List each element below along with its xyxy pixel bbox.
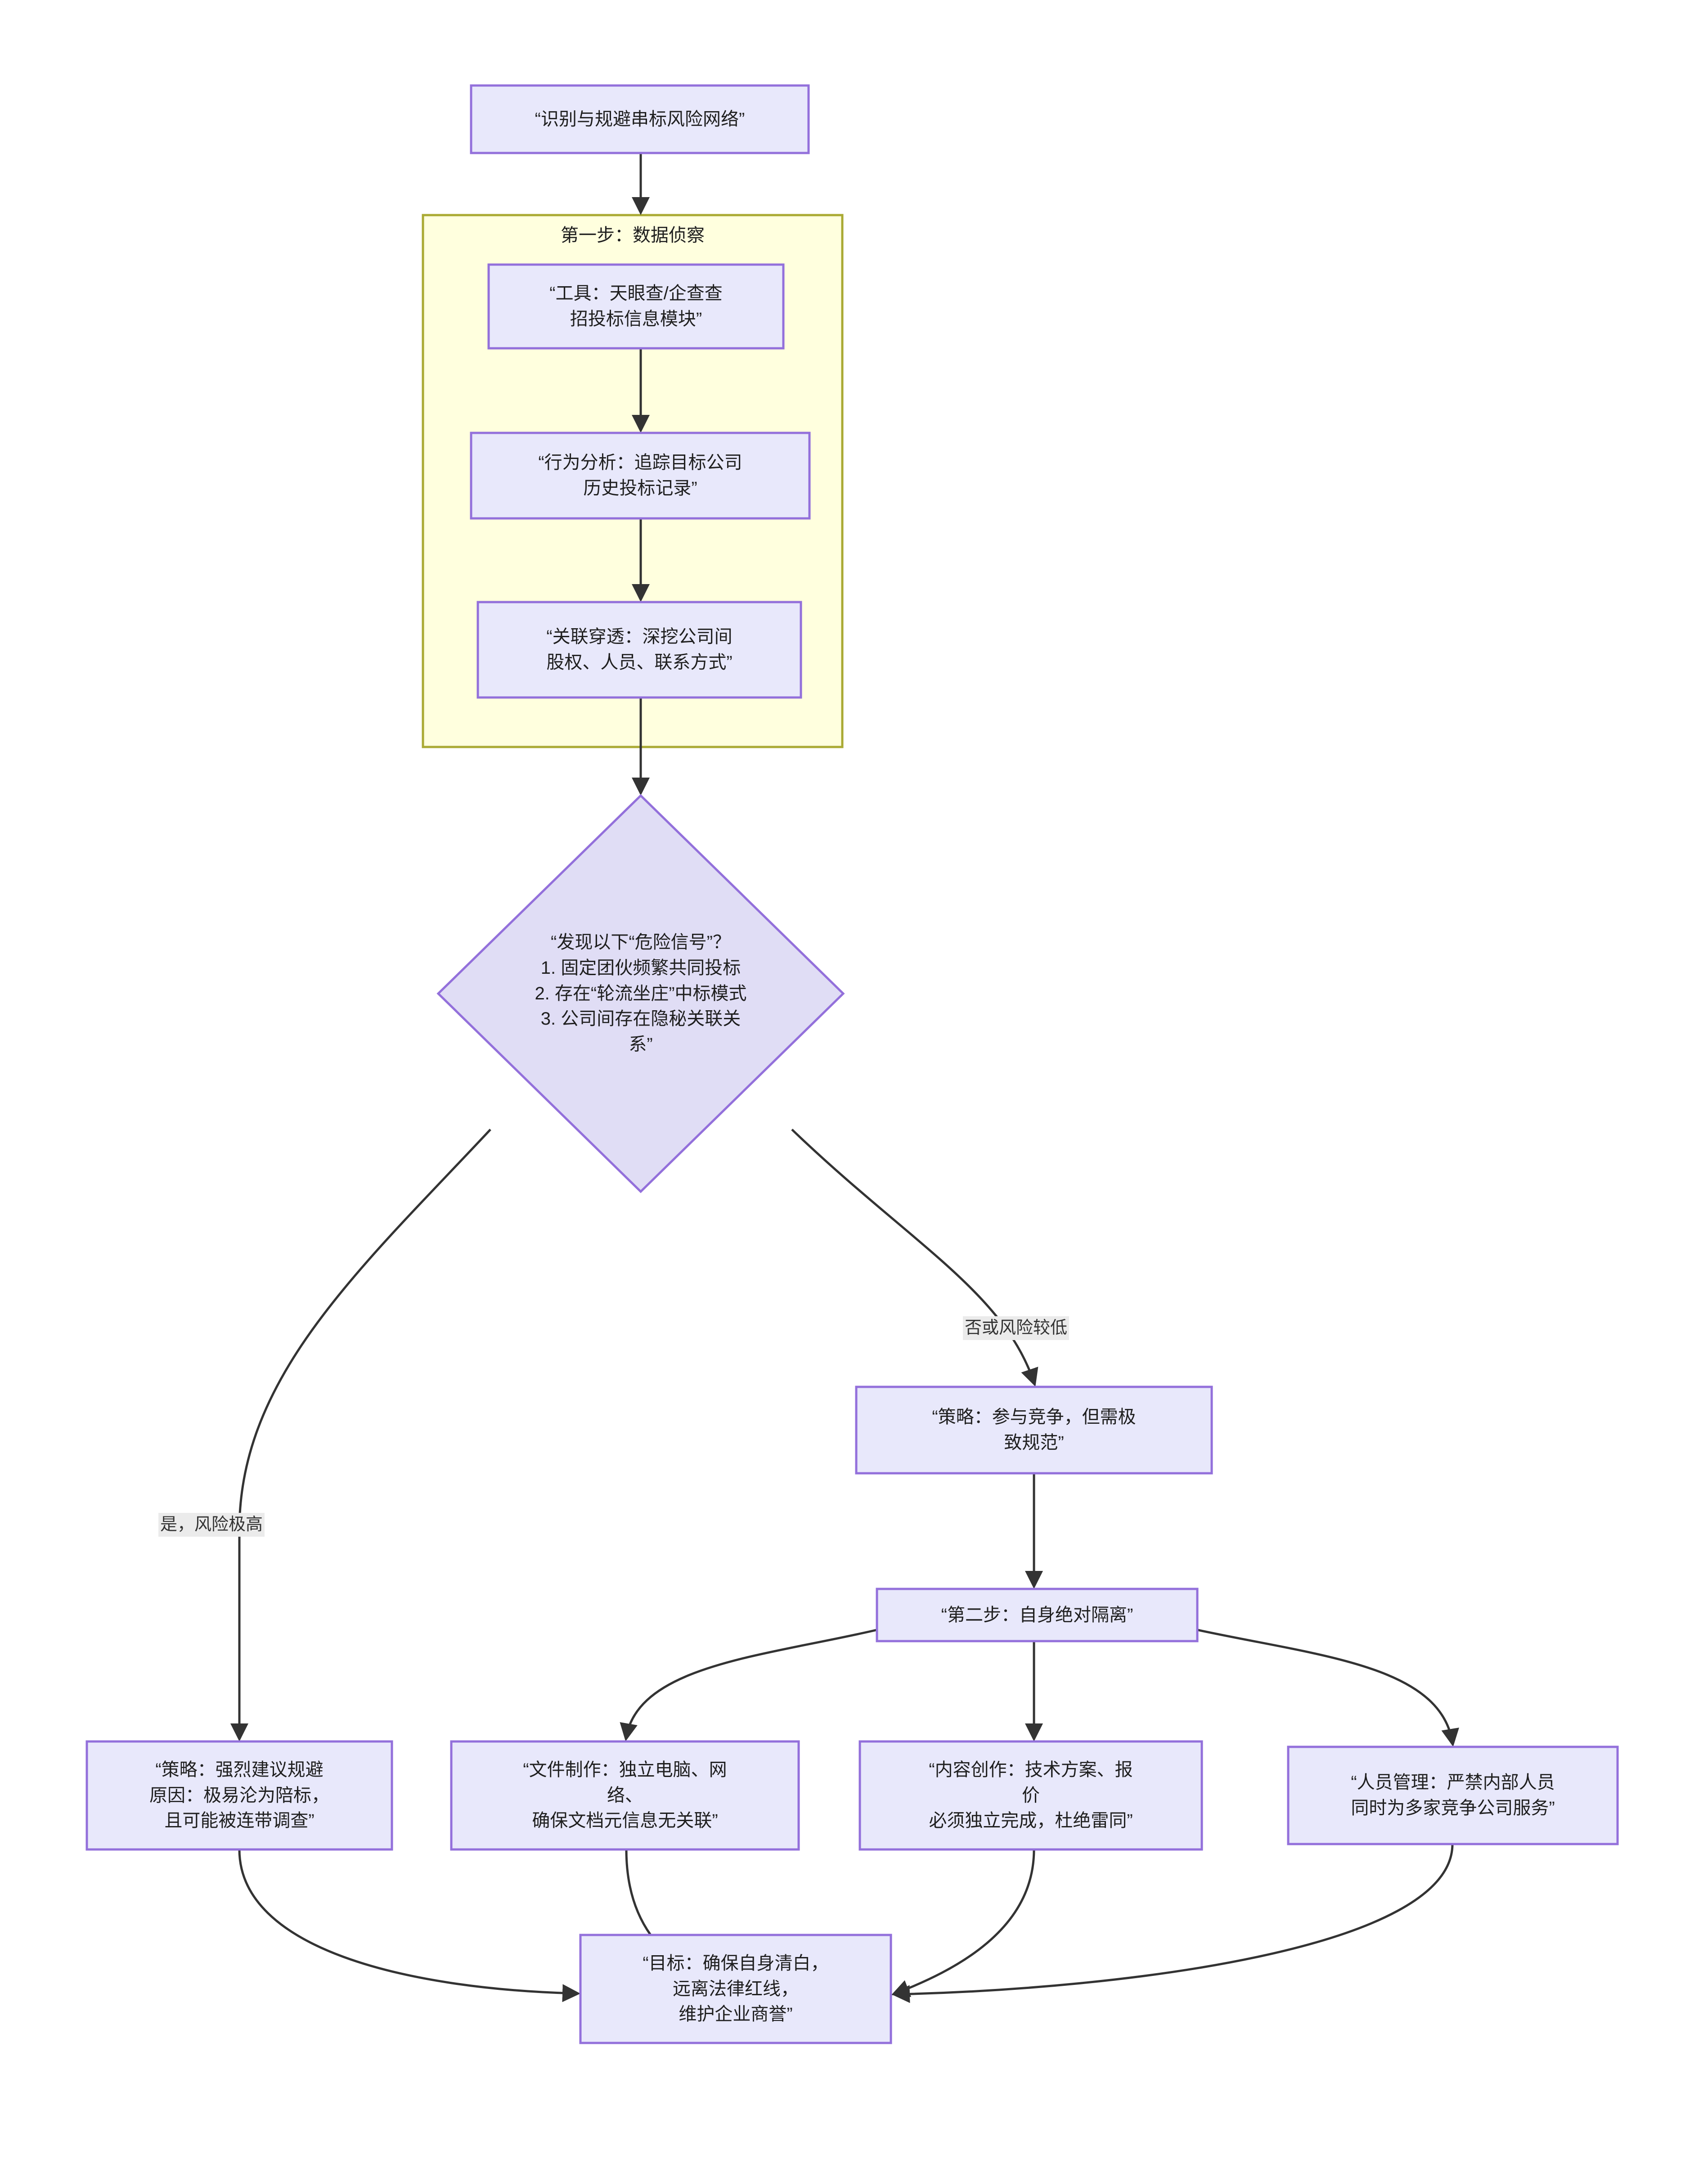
- node-goal[interactable]: [579, 1934, 892, 2044]
- node-step2[interactable]: [876, 1588, 1199, 1642]
- node-start[interactable]: [470, 84, 810, 154]
- cluster-step1-title: 第一步：数据侦察: [561, 225, 705, 245]
- edge-step2-to-doc: [620, 1629, 877, 1741]
- node-decision[interactable]: [436, 794, 845, 1193]
- edge-decision-to-strategy-avoid: [230, 1129, 491, 1741]
- edge-strategy-avoid-to-goal: [238, 1849, 580, 2002]
- node-relation[interactable]: [476, 601, 802, 699]
- edge-label-yes: 是，风险极高: [158, 1513, 265, 1537]
- node-strategy-avoid[interactable]: [85, 1740, 393, 1851]
- edge-content-to-goal: [891, 1849, 1035, 1997]
- node-strategy-compete[interactable]: [855, 1386, 1213, 1475]
- node-behavior[interactable]: [470, 432, 811, 520]
- edge-label-no: 否或风险较低: [963, 1316, 1070, 1341]
- node-staff[interactable]: [1287, 1746, 1619, 1845]
- node-tool[interactable]: [487, 263, 785, 350]
- node-doc[interactable]: [450, 1740, 800, 1851]
- node-content[interactable]: [858, 1740, 1203, 1851]
- edge-step2-to-staff: [1197, 1629, 1459, 1747]
- edge-staff-to-goal: [892, 1844, 1454, 2003]
- edge-decision-to-strategy-compete: [791, 1129, 1038, 1387]
